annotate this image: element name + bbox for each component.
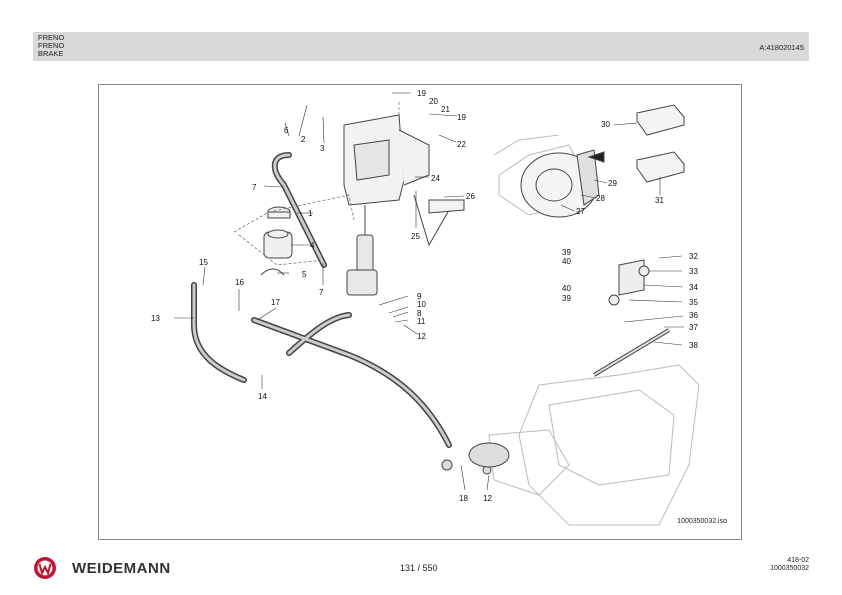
part-code: A:418020145 <box>759 43 804 52</box>
callout-4: 4 <box>310 241 315 250</box>
callout-7a: 7 <box>252 183 257 192</box>
footer-reference: 418-02 1000350032 <box>770 557 809 573</box>
callout-34: 34 <box>689 283 698 292</box>
callout-17: 17 <box>271 298 280 307</box>
callout-39b: 39 <box>562 294 571 303</box>
callout-20: 20 <box>429 97 438 106</box>
callout-11: 11 <box>417 317 426 326</box>
callout-7b: 7 <box>319 288 324 297</box>
exploded-diagram: 2 3 6 1 4 5 7 7 9 10 8 11 12 13 14 15 16… <box>98 84 742 540</box>
callout-19b: 19 <box>457 113 466 122</box>
callout-33: 33 <box>689 267 698 276</box>
callout-40b: 40 <box>562 284 571 293</box>
ref-section: 418-02 <box>787 557 809 564</box>
callout-36: 36 <box>689 311 698 320</box>
callout-2: 2 <box>301 135 306 144</box>
callout-27: 27 <box>576 207 585 216</box>
callout-32: 32 <box>689 252 698 261</box>
callout-9: 9 <box>417 292 422 301</box>
callout-16: 16 <box>235 278 244 287</box>
callout-labels: 2 3 6 1 4 5 7 7 9 10 8 11 12 13 14 15 16… <box>151 89 698 503</box>
callout-13: 13 <box>151 314 160 323</box>
callout-40a: 40 <box>562 257 571 266</box>
callout-3: 3 <box>320 144 325 153</box>
weidemann-logo-icon <box>34 557 56 579</box>
callout-39a: 39 <box>562 248 571 257</box>
title-it: FRENO <box>38 33 65 42</box>
page-header: FRENO FRENO BRAKE A:418020145 <box>33 32 809 61</box>
callout-22: 22 <box>457 140 466 149</box>
callout-18: 18 <box>459 494 468 503</box>
callout-12a: 12 <box>417 332 426 341</box>
page-number: 131 / 550 <box>400 563 438 573</box>
brand-name: WEIDEMANN <box>72 560 171 577</box>
callout-26: 26 <box>466 192 475 201</box>
callout-10: 10 <box>417 300 426 309</box>
callout-21: 21 <box>441 105 450 114</box>
callout-28: 28 <box>596 194 605 203</box>
callout-19a: 19 <box>417 89 426 98</box>
callout-30: 30 <box>601 120 610 129</box>
callout-24: 24 <box>431 174 440 183</box>
callout-38: 38 <box>689 341 698 350</box>
drawing-id: 1000350032.iso <box>677 518 727 525</box>
ref-drawing: 1000350032 <box>770 565 809 572</box>
callout-5: 5 <box>302 270 307 279</box>
callout-6: 6 <box>284 126 289 135</box>
callout-29: 29 <box>608 179 617 188</box>
callout-35: 35 <box>689 298 698 307</box>
header-titles: FRENO FRENO BRAKE <box>38 34 64 58</box>
callout-15: 15 <box>199 258 208 267</box>
title-en: BRAKE <box>38 49 64 58</box>
callout-37: 37 <box>689 323 698 332</box>
callout-8: 8 <box>417 309 422 318</box>
callout-1: 1 <box>308 209 313 218</box>
diagram-drawing: 2 3 6 1 4 5 7 7 9 10 8 11 12 13 14 15 16… <box>151 89 700 526</box>
callout-12b: 12 <box>483 494 492 503</box>
title-es: FRENO <box>38 41 65 50</box>
callout-14: 14 <box>258 392 267 401</box>
callout-31: 31 <box>655 196 664 205</box>
callout-25: 25 <box>411 232 420 241</box>
